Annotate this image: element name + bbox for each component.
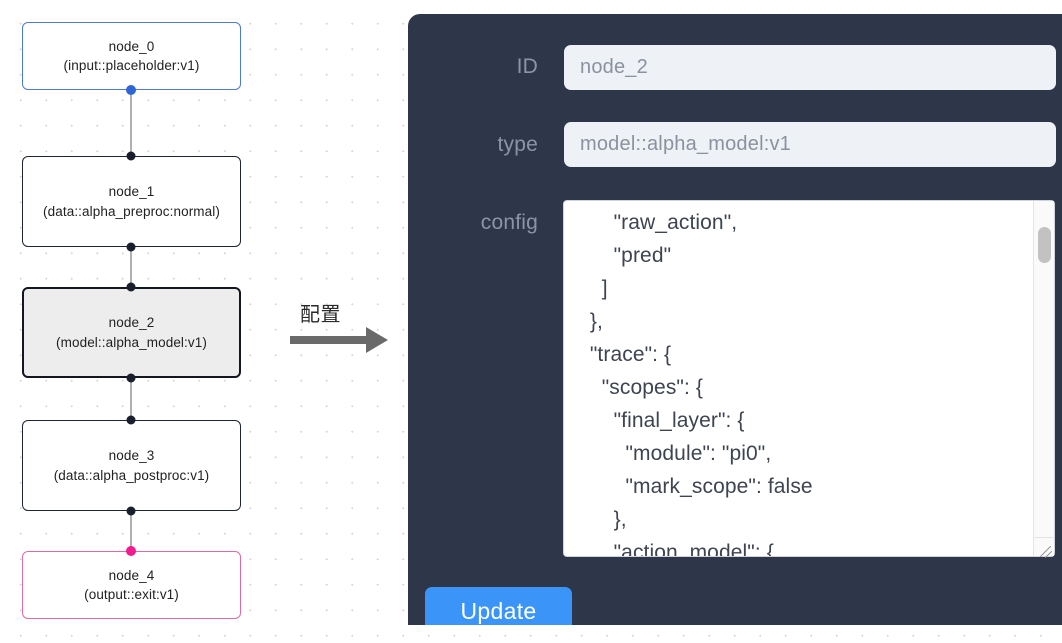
config-annotation: 配置: [290, 298, 400, 360]
node_2-source-handle[interactable]: [126, 373, 136, 383]
node-label: node_4(output::exit:v1): [84, 567, 179, 602]
config-annotation-label: 配置: [300, 302, 341, 326]
id-field-row: ID: [478, 45, 1056, 90]
config-field-label: config: [480, 211, 538, 234]
id-field-label: ID: [516, 55, 538, 78]
node_1-source-handle[interactable]: [126, 242, 136, 252]
node-label: node_0(input::placeholder:v1): [63, 38, 200, 73]
type-field-row: type: [426, 122, 1056, 167]
node_3-source-handle[interactable]: [126, 506, 136, 516]
node-label: node_2(model::alpha_model:v1): [56, 315, 207, 350]
edge-node0-node1: [130, 90, 132, 156]
resize-handle-icon[interactable]: [1033, 537, 1054, 556]
edge-node2-node3: [130, 378, 132, 419]
node_0-source-handle[interactable]: [126, 85, 136, 95]
id-input[interactable]: [564, 45, 1056, 90]
node-node_4[interactable]: node_4(output::exit:v1): [22, 551, 241, 619]
node-label: node_3(data::alpha_postproc:v1): [53, 448, 210, 483]
edge-node1-node2: [130, 247, 132, 287]
node_4-target-handle[interactable]: [126, 546, 136, 556]
node_1-target-handle[interactable]: [126, 151, 136, 161]
node_2-target-handle[interactable]: [126, 282, 136, 292]
arrow-head-icon: [366, 327, 388, 353]
node-label: node_1(data::alpha_preproc:normal): [43, 184, 220, 219]
node_3-target-handle[interactable]: [126, 415, 136, 425]
update-button[interactable]: Update: [425, 587, 572, 625]
config-field-row: config "raw_action", "pred" ] }, "trace"…: [425, 200, 1055, 557]
type-field-label: type: [497, 133, 538, 156]
node-node_2[interactable]: node_2(model::alpha_model:v1): [22, 287, 241, 378]
edge-node3-node4: [130, 511, 132, 551]
config-scrollbar-thumb[interactable]: [1038, 227, 1051, 263]
type-input[interactable]: [564, 122, 1056, 167]
node-node_0[interactable]: node_0(input::placeholder:v1): [22, 22, 241, 90]
node-inspector-panel: ID type config "raw_action", "pred" ] },…: [408, 14, 1062, 625]
config-textarea[interactable]: "raw_action", "pred" ] }, "trace": { "sc…: [563, 200, 1055, 557]
node-node_3[interactable]: node_3(data::alpha_postproc:v1): [22, 420, 241, 511]
config-textarea-wrapper: "raw_action", "pred" ] }, "trace": { "sc…: [563, 200, 1055, 557]
arrow-shaft-icon: [290, 336, 368, 344]
node-node_1[interactable]: node_1(data::alpha_preproc:normal): [22, 156, 241, 247]
config-scrollbar[interactable]: [1033, 201, 1054, 542]
